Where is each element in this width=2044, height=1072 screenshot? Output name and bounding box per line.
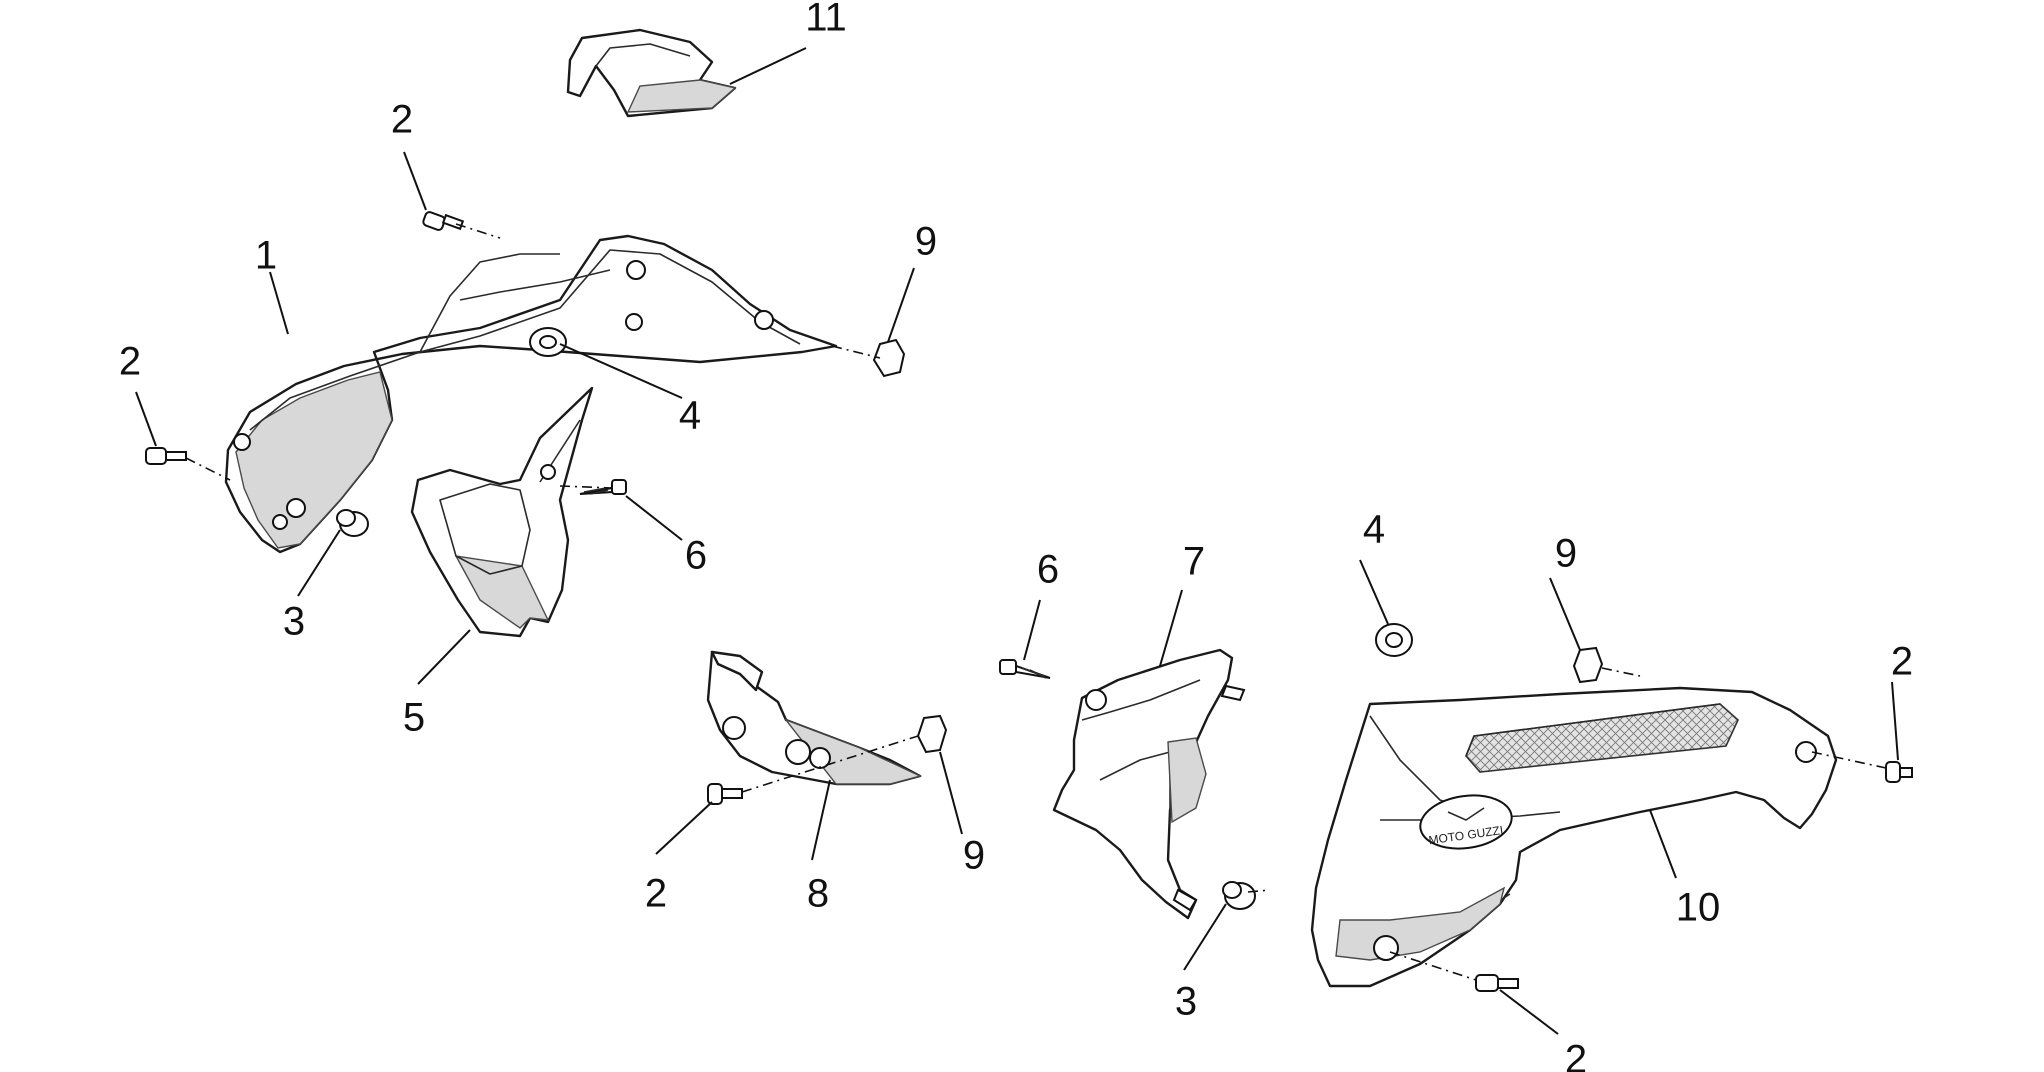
callout-9-bracket: 9 — [963, 834, 985, 878]
callout-9-top: 9 — [915, 220, 937, 264]
callout-4-right: 4 — [1363, 508, 1385, 552]
callout-8: 8 — [807, 872, 829, 916]
grommet-4-right — [1375, 623, 1413, 657]
part-10-side-panel: MOTO GUZZI — [1310, 686, 1838, 988]
spacer-3-right — [1222, 881, 1256, 910]
callout-2-bracket: 2 — [645, 872, 667, 916]
callout-2-left: 2 — [119, 340, 141, 384]
callout-11: 11 — [805, 0, 847, 40]
clip-9-right — [1572, 646, 1604, 684]
leader-lines — [135, 47, 1899, 1035]
grommet-4-left — [529, 327, 567, 357]
callout-6-right: 6 — [1037, 548, 1059, 592]
callout-7: 7 — [1183, 540, 1205, 584]
callout-2-right: 2 — [1891, 640, 1913, 684]
screw-2-bottom — [1475, 974, 1519, 992]
callout-3-right: 3 — [1175, 980, 1197, 1024]
callout-9-right: 9 — [1555, 532, 1577, 576]
screw-6-right — [999, 659, 1051, 679]
callout-2-bottom: 2 — [1565, 1038, 1587, 1072]
part-8-lower-bracket — [706, 650, 923, 786]
screw-2-right — [1885, 761, 1913, 783]
callout-2-top: 2 — [391, 98, 413, 142]
spacer-3-left — [336, 509, 369, 537]
callout-6-left: 6 — [685, 534, 707, 578]
screw-2-left — [145, 447, 187, 465]
callout-1: 1 — [255, 234, 277, 278]
screw-2-bracket — [707, 783, 743, 805]
callout-10: 10 — [1676, 886, 1721, 930]
callout-4-left: 4 — [679, 394, 701, 438]
screw-6-left — [579, 479, 627, 495]
part-1-upper-fairing — [224, 234, 838, 554]
part-11-clip-cover — [566, 28, 737, 118]
screw-2-top — [422, 211, 465, 231]
clip-9-top — [872, 338, 906, 378]
assembly-lines — [185, 223, 1887, 981]
callouts: 11 2 1 9 2 4 6 3 5 6 7 4 9 2 9 2 8 10 3 … — [119, 0, 1913, 1072]
callout-3-left: 3 — [283, 600, 305, 644]
callout-5: 5 — [403, 696, 425, 740]
clip-9-bracket — [916, 714, 948, 754]
part-7-right-air-duct — [1052, 648, 1246, 920]
part-5-air-duct — [410, 386, 594, 638]
